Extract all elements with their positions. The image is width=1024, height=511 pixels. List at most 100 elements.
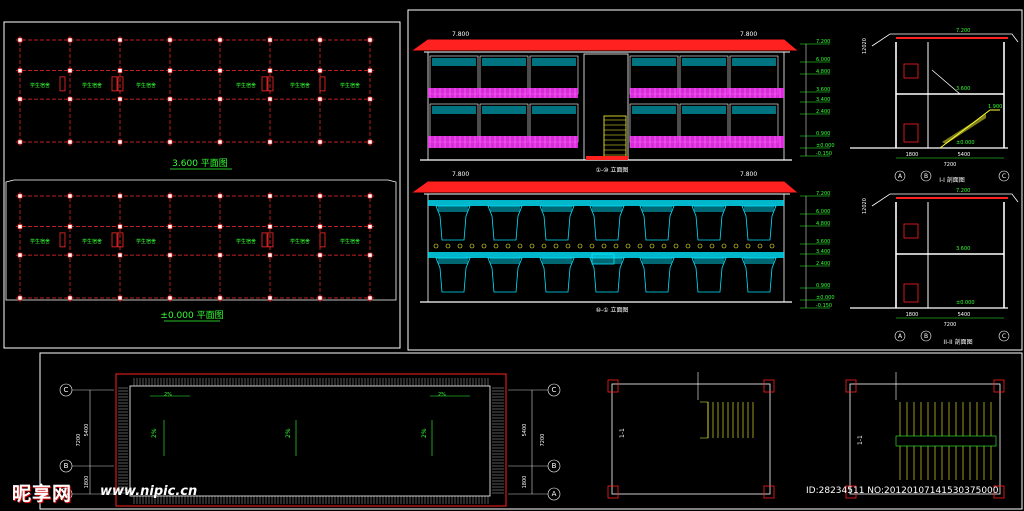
door (267, 232, 274, 248)
window-head (682, 58, 726, 66)
window-head (532, 58, 576, 66)
level-value: 3.400 (816, 249, 830, 255)
column-marker (367, 68, 373, 73)
column-marker (267, 68, 273, 73)
column-marker (267, 37, 273, 43)
balcony-rail (630, 88, 784, 98)
window-hood (592, 258, 622, 264)
plan-top-title: 3.600 平面图 (172, 158, 228, 169)
stair-plan-2: 1-1 (845, 372, 1005, 499)
stair-column (845, 379, 857, 393)
column-marker (367, 96, 373, 102)
window-hood (642, 258, 672, 264)
column-marker (117, 139, 123, 145)
window-head (432, 58, 476, 66)
window-hood (592, 206, 622, 212)
column-marker (67, 224, 73, 229)
plan-panel-frame (3, 21, 401, 349)
room-label: 学生宿舍 (340, 238, 360, 245)
window-section (903, 63, 919, 79)
section-mark: 7.200 (956, 188, 970, 194)
level-value: 6.000 (816, 209, 830, 215)
front-elevation: 7.800 7.800 7.2006.0004.8003.6003.4002.4… (412, 31, 835, 174)
stair-column (763, 379, 775, 393)
window-section (903, 223, 919, 239)
window-head (682, 106, 726, 114)
axis-label: C (64, 386, 69, 394)
column-marker (117, 224, 123, 229)
door (59, 232, 66, 248)
level-value: 2.400 (816, 109, 830, 115)
column-marker (17, 193, 23, 199)
column-marker (67, 96, 73, 102)
section-mark: 3.600 (956, 246, 970, 252)
axis-bubble (894, 330, 906, 342)
roof-dim: 7200 (76, 434, 82, 447)
stair-landing (895, 435, 997, 447)
vent-hole (493, 243, 499, 249)
window-hood (438, 206, 468, 212)
section-mark: 1.900 (988, 104, 1002, 110)
door (59, 76, 66, 92)
window (435, 205, 471, 241)
window-head (732, 106, 776, 114)
column-marker (117, 193, 123, 199)
axis-label: B (924, 173, 928, 180)
column-marker (267, 224, 273, 229)
vent-hole (721, 243, 727, 249)
window-head (482, 58, 526, 66)
column-marker (67, 37, 73, 43)
section-side-dim: 12020 (862, 198, 868, 214)
vent-hole (649, 243, 655, 249)
column-marker (117, 252, 123, 258)
front-elev-title: ①-⑩ 立面图 (596, 166, 629, 174)
section-roof (871, 33, 1019, 47)
column-marker (17, 295, 23, 301)
section-dim: 5400 (958, 312, 971, 318)
window-hood (642, 206, 672, 212)
elevation-panel-frame (407, 9, 1023, 351)
stair-room (849, 383, 1001, 495)
stair-column (845, 485, 857, 499)
stair-column (993, 379, 1005, 393)
roof-dim: 1800 (522, 476, 528, 489)
axis-label: B (924, 333, 928, 340)
section-mark: 3.600 (956, 86, 970, 92)
column-marker (67, 68, 73, 73)
column-marker (167, 193, 173, 199)
window (639, 257, 675, 293)
column-marker (367, 37, 373, 43)
column-marker (17, 37, 23, 43)
vent-hole (697, 243, 703, 249)
section-dim: 7200 (944, 162, 957, 168)
string-course (428, 252, 784, 258)
window (487, 205, 523, 241)
vent-hole (685, 243, 691, 249)
vent-hole (637, 243, 643, 249)
column-marker (317, 139, 323, 145)
level-value: ±0.000 (816, 143, 835, 149)
vent-hole (745, 243, 751, 249)
window-section (903, 123, 919, 143)
axis-label: A (898, 333, 903, 340)
section-dim: 7200 (944, 322, 957, 328)
axis-label: C (1002, 333, 1006, 340)
level-value: 3.400 (816, 97, 830, 103)
window (639, 205, 675, 241)
watermark-id: ID:28234511 NO:20120107141530375000 (806, 486, 999, 496)
section-dim: 1800 (906, 152, 919, 158)
level-value: 4.800 (816, 221, 830, 227)
roof-slope-top-right: 2% (438, 392, 446, 398)
window-head (632, 106, 676, 114)
window-head (432, 106, 476, 114)
door (117, 232, 124, 248)
front-level-marks: 7.2006.0004.8003.6003.4002.4000.900±0.00… (800, 39, 835, 157)
column-marker (317, 193, 323, 199)
column-marker (217, 252, 223, 258)
rear-level-marks: 7.2006.0004.8003.6003.4002.4000.900±0.00… (800, 191, 835, 309)
window-hood (694, 258, 724, 264)
stair-landing (700, 401, 709, 439)
window (539, 257, 575, 293)
stair-1-label: 1-1 (619, 428, 626, 438)
